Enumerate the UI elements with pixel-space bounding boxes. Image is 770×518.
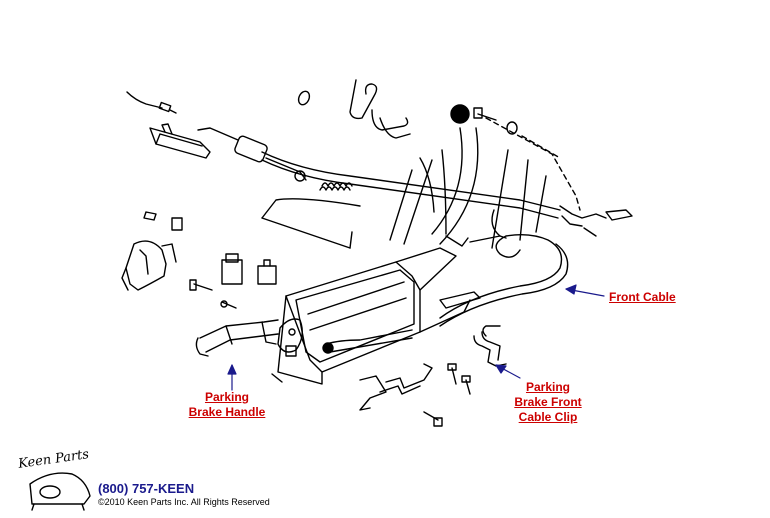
handle-label-line-1: Parking — [204, 390, 249, 404]
rear-cable-clip-part — [559, 205, 633, 237]
clip-label-line-2: Brake Front — [514, 395, 582, 409]
equalizer-rod-part — [197, 127, 307, 182]
hand-lever-part — [195, 319, 279, 357]
bolts-part — [423, 363, 471, 427]
parking-brake-handle-label[interactable]: Parking Brake Handle — [186, 390, 268, 420]
callout-arrows — [227, 284, 605, 391]
logo-car-graphic — [29, 472, 91, 511]
grommet-part — [450, 104, 497, 124]
clip-label-line-1: Parking — [525, 380, 570, 394]
rear-cable-end-part — [126, 91, 177, 114]
handle-label-line-2: Brake Handle — [188, 405, 266, 419]
parking-brake-front-cable-clip-label[interactable]: Parking Brake Front Cable Clip — [510, 380, 586, 425]
phone-number: (800) 757-KEEN — [98, 481, 195, 496]
front-cable-part — [261, 151, 569, 327]
cable-bracket-part — [149, 123, 211, 159]
clip-label-line-3: Cable Clip — [518, 410, 578, 424]
parking-brake-handle-assembly — [271, 247, 481, 385]
routing-guide-lines — [485, 117, 581, 211]
side-cover-part — [121, 240, 177, 291]
spring-part — [319, 182, 353, 191]
washer-part — [297, 90, 518, 135]
hook-spring-part — [349, 79, 411, 139]
cable-clip-part — [359, 325, 507, 411]
copyright-text: ©2010 Keen Parts Inc. All Rights Reserve… — [98, 497, 270, 507]
floor-tunnel-part — [261, 127, 547, 249]
hardware-parts — [143, 211, 277, 309]
front-cable-label[interactable]: Front Cable — [609, 290, 676, 304]
